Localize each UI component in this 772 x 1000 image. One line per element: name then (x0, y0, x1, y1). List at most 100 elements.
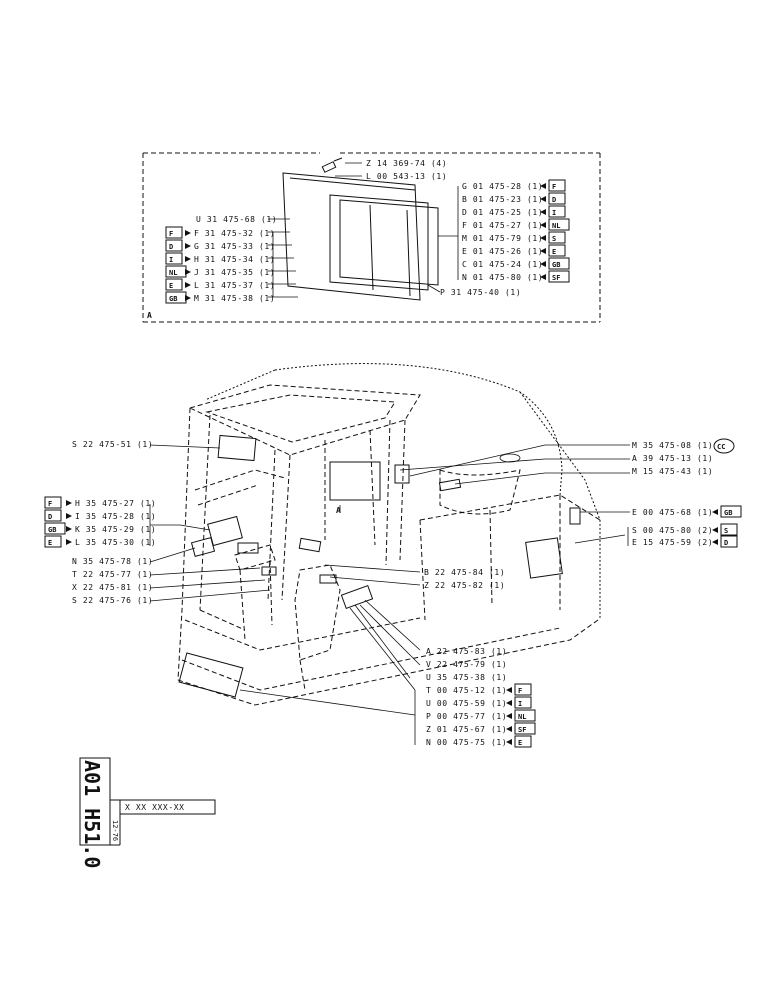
language-tag-box (548, 244, 566, 257)
arrow-icon (66, 526, 72, 532)
arrow-icon (540, 209, 546, 215)
arrow-icon (66, 500, 72, 506)
arrow-icon (540, 248, 546, 254)
language-tag: D (552, 196, 556, 204)
detail-a-frame: A (142, 152, 601, 323)
arrow-icon (185, 282, 191, 288)
language-tag: F (169, 230, 173, 238)
part-number: I 35 475-28 (1) (75, 512, 156, 521)
part-number: M 15 475-43 (1) (632, 467, 713, 476)
label-z-22-475-82: Z 22 475-82 (1) (424, 581, 505, 590)
detail-a-reference: A (336, 506, 341, 515)
detail-a-left-main: U 31 475-68 (1) (196, 215, 277, 224)
label-s-22-475-51: S 22 475-51 (1) (72, 440, 153, 449)
language-tag: NL (169, 269, 177, 277)
language-tag: E (169, 282, 173, 290)
part-number: F 31 475-32 (1) (194, 229, 275, 238)
part-number: H 35 475-27 (1) (75, 499, 156, 508)
part-number: M 01 475-79 (1) (462, 234, 543, 243)
detail-a-label-z: Z 14 369-74 (4) (366, 159, 447, 168)
language-tag-box (548, 231, 566, 244)
part-number: Z 01 475-67 (1) (426, 725, 507, 734)
language-tag-box (720, 535, 738, 548)
part-number: E 00 475-68 (1) (632, 508, 713, 517)
arrow-icon (712, 539, 718, 545)
part-number: E 01 475-26 (1) (462, 247, 543, 256)
part-number: G 01 475-28 (1) (462, 182, 543, 191)
language-tag-box (548, 205, 566, 218)
main-left-lower-list: N 35 475-78 (1)T 22 475-77 (1)X 22 475-8… (72, 557, 153, 605)
arrow-icon (185, 295, 191, 301)
part-number: T 00 475-12 (1) (426, 686, 507, 695)
part-number: G 31 475-33 (1) (194, 242, 275, 251)
language-tag: GB (552, 261, 560, 269)
part-number: B 01 475-23 (1) (462, 195, 543, 204)
part-number: D 01 475-25 (1) (462, 208, 543, 217)
language-tag: E (552, 248, 556, 256)
rear-window-plate (329, 461, 381, 501)
drawing-code: A01 H51.0 (80, 760, 104, 868)
language-tag: F (48, 500, 52, 508)
arrow-icon (506, 687, 512, 693)
arrow-icon (506, 713, 512, 719)
part-number: M 35 475-08 (1) (632, 441, 713, 450)
arrow-icon (712, 527, 718, 533)
language-tag: E (518, 739, 522, 747)
language-tag-box (44, 509, 62, 522)
detail-a-bottom-label: P 31 475-40 (1) (440, 288, 521, 297)
arrow-icon (66, 539, 72, 545)
main-labels: S 22 475-51 (1) A B 22 475-84 (1) Z 22 4… (72, 440, 505, 590)
language-tag-box (514, 709, 536, 722)
language-tag-box (165, 239, 183, 252)
language-tag: GB (48, 526, 56, 534)
language-tag: GB (169, 295, 177, 303)
language-tag: S (724, 527, 728, 535)
language-tag-box (514, 735, 532, 748)
part-number: N 00 475-75 (1) (426, 738, 507, 747)
arrow-icon (66, 513, 72, 519)
arrow-icon (540, 196, 546, 202)
language-tag: D (169, 243, 173, 251)
part-number: N 35 475-78 (1) (72, 557, 153, 566)
label-b-22-475-84: B 22 475-84 (1) (424, 568, 505, 577)
language-tag-box (165, 278, 183, 291)
language-tag-box (44, 535, 62, 548)
part-number: J 31 475-35 (1) (194, 268, 275, 277)
language-tag: SF (552, 274, 560, 282)
title-block: A01 H51.0 12-76 X XX XXX-XX (79, 757, 216, 868)
arrow-icon (540, 274, 546, 280)
part-number: S 22 475-76 (1) (72, 596, 153, 605)
language-tag-box (548, 218, 570, 231)
cab-illustration (177, 363, 601, 706)
language-tag: S (552, 235, 556, 243)
part-number: U 00 475-59 (1) (426, 699, 507, 708)
arrow-icon (185, 230, 191, 236)
part-number: A 39 475-13 (1) (632, 454, 713, 463)
main-leaders (149, 444, 630, 745)
language-tag: CC (717, 443, 725, 451)
arrow-icon (540, 261, 546, 267)
arrow-icon (185, 269, 191, 275)
part-number: K 35 475-29 (1) (75, 525, 156, 534)
language-tag: SF (518, 726, 526, 734)
detail-a-top-labels: Z 14 369-74 (4) L 00 543-13 (1) U 31 475… (196, 159, 521, 297)
part-number: P 00 475-77 (1) (426, 712, 507, 721)
arrow-icon (540, 183, 546, 189)
language-tag-box (720, 505, 742, 518)
main-right-top-list: M 35 475-08 (1) CC A 39 475-13 (1) M 15 475… (632, 438, 735, 476)
language-tag: GB (724, 509, 732, 517)
language-tag-icon (713, 438, 735, 454)
bolt-icon (321, 157, 343, 173)
language-tag: I (518, 700, 522, 708)
part-number: A 22 475-83 (1) (426, 647, 507, 656)
part-number: L 31 475-37 (1) (194, 281, 275, 290)
main-bottom-right-list: A 22 475-83 (1)V 22 475-79 (1)U 35 475-3… (426, 647, 536, 748)
detail-a-leaders (268, 162, 459, 298)
detail-a-label-l: L 00 543-13 (1) (366, 172, 447, 181)
language-tag-box (44, 522, 66, 535)
part-number: L 35 475-30 (1) (75, 538, 156, 547)
language-tag-box (165, 226, 183, 239)
language-tag: NL (518, 713, 526, 721)
